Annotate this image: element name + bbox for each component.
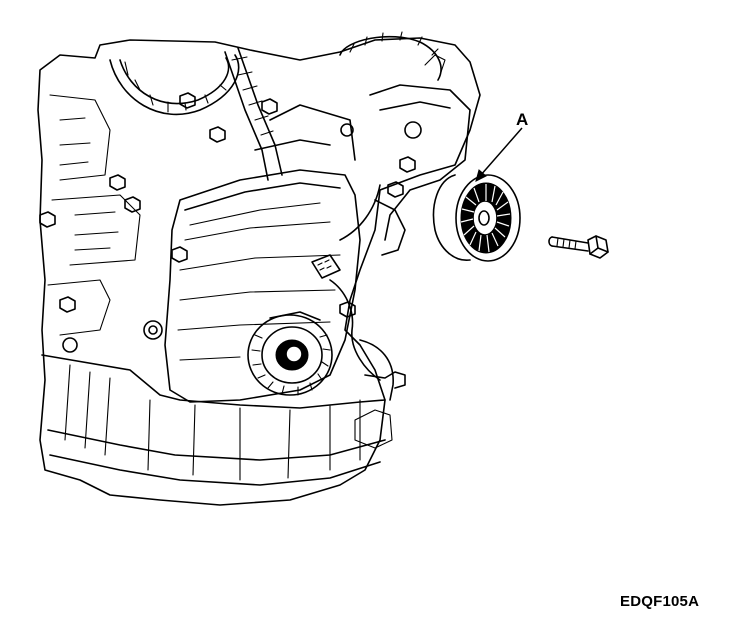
idler-pulley <box>432 174 521 262</box>
pulley-bolt <box>548 235 609 259</box>
crankshaft-sprocket <box>247 311 333 396</box>
timing-cover <box>164 104 381 403</box>
callout-label-a: A <box>516 110 529 129</box>
engine-bolts <box>39 92 422 353</box>
figure-code: EDQF105A <box>620 593 700 610</box>
oil-pan <box>41 339 406 486</box>
timing-belt <box>109 31 442 181</box>
callout-leader <box>475 127 523 182</box>
engine-block <box>37 37 481 506</box>
tensioner-bracket <box>369 54 471 256</box>
